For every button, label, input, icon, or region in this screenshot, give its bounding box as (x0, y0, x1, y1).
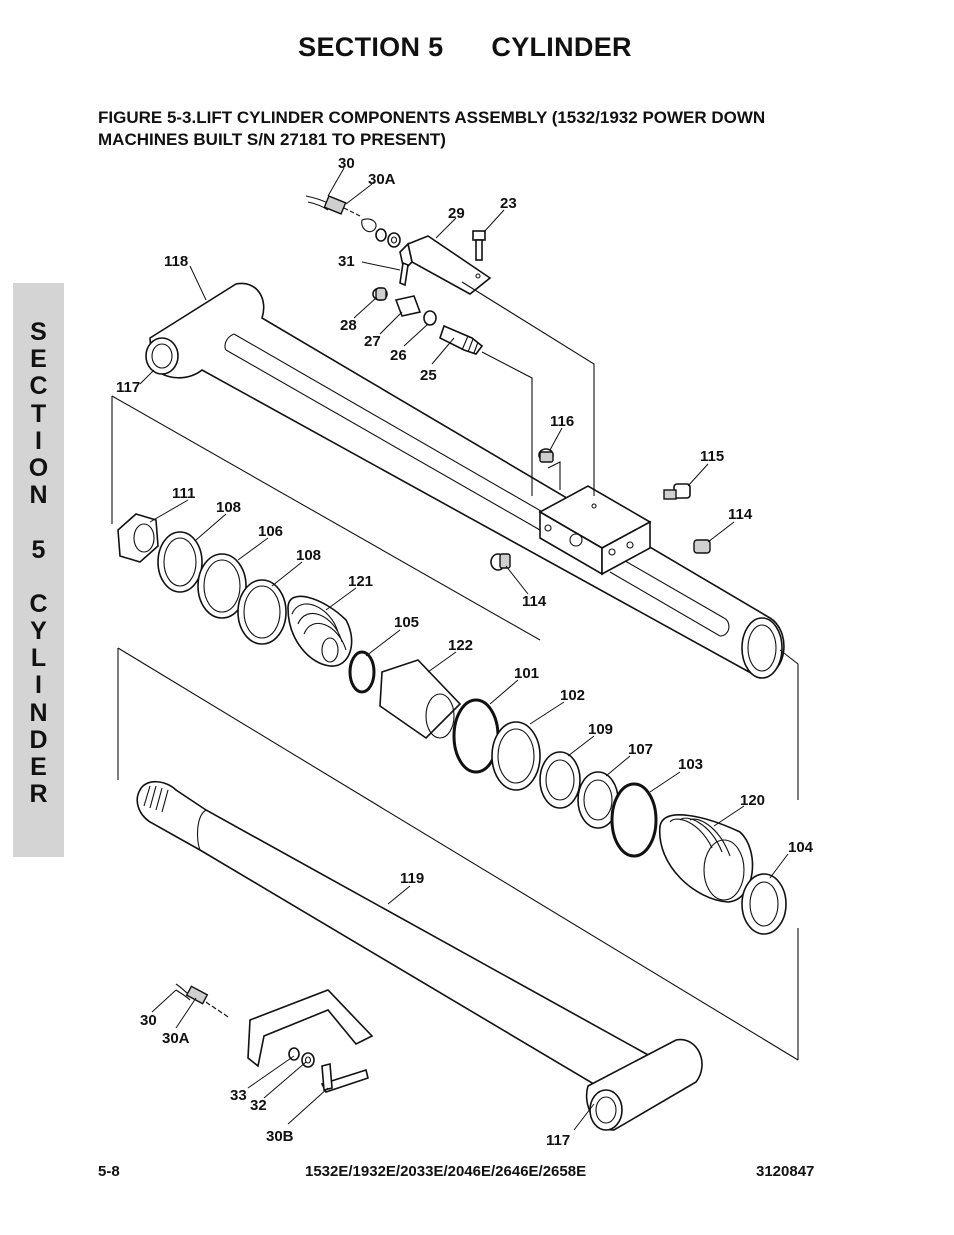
section-title: CYLINDER (491, 32, 632, 62)
bushing-109 (539, 751, 581, 809)
screw-23 (472, 230, 486, 261)
leader-lines (139, 167, 789, 1131)
side-tab-letter: E (30, 753, 47, 781)
section-side-tab[interactable]: S E C T I O N 5 C Y L I N D E R (13, 283, 64, 857)
model-numbers: 1532E/1932E/2033E/2046E/2646E/2658E (305, 1163, 587, 1180)
seal-108-b (237, 579, 287, 645)
figure-title: FIGURE 5-3.LIFT CYLINDER COMPONENTS ASSE… (98, 108, 766, 149)
plug-114-left (490, 553, 511, 571)
callout-27: 27 (364, 333, 381, 350)
oring-103 (610, 782, 658, 858)
callout-29: 29 (448, 205, 465, 222)
callout-32: 32 (250, 1097, 267, 1114)
callout-118: 118 (164, 253, 188, 270)
page-number: 5-8 (98, 1163, 120, 1180)
callout-122: 122 (448, 637, 473, 654)
pin-31 (399, 261, 409, 287)
callout-103: 103 (678, 756, 703, 773)
spacer-122 (379, 659, 462, 740)
callout-33: 33 (230, 1087, 247, 1104)
callout-108-a: 108 (216, 499, 241, 516)
callout-30-top: 30 (338, 155, 355, 172)
callout-30b: 30B (266, 1128, 294, 1145)
callout-101: 101 (514, 665, 539, 682)
plug-114-right (693, 539, 711, 554)
side-tab-letter: N (29, 481, 48, 510)
fitting-27 (394, 295, 422, 317)
side-tab-letters: S E C T I O N 5 C Y L I N D E R (13, 318, 64, 809)
washer-26 (423, 310, 437, 326)
callout-111: 111 (172, 485, 195, 502)
callout-104: 104 (788, 839, 814, 856)
side-tab-letter: Y (30, 617, 47, 646)
document-number: 3120847 (756, 1163, 815, 1180)
bleed-cable-bottom (175, 983, 229, 1018)
washers-bottom (288, 1047, 315, 1068)
oring-105 (348, 650, 376, 694)
callout-116: 116 (550, 413, 574, 430)
side-tab-letter: L (30, 644, 47, 673)
side-tab-letter: R (29, 780, 48, 809)
ring-102 (491, 721, 541, 791)
callout-114-right: 114 (728, 506, 753, 523)
seal-108-a (157, 531, 203, 593)
oring-101 (452, 698, 500, 774)
side-tab-letter: O (28, 453, 49, 482)
pin-30b (320, 1062, 369, 1093)
piston-121 (287, 595, 353, 667)
callout-114-left: 114 (522, 593, 547, 610)
side-tab-letter: 5 (31, 535, 46, 564)
callout-28: 28 (340, 317, 357, 334)
side-tab-letter: S (30, 318, 47, 346)
washer-top (375, 228, 401, 248)
side-tab-letter: E (30, 345, 47, 374)
head-120 (659, 814, 754, 903)
bracket-bottom (247, 989, 374, 1068)
callout-107: 107 (628, 741, 653, 758)
side-tab-letter: I (35, 671, 42, 700)
callout-119: 119 (400, 870, 424, 887)
ring-106 (197, 553, 247, 619)
manifold-block (538, 485, 652, 576)
callout-109: 109 (588, 721, 613, 738)
bleed-cable-top (305, 195, 377, 233)
callout-108-b: 108 (296, 547, 321, 564)
side-tab-letter: I (35, 426, 42, 455)
callout-120: 120 (740, 792, 765, 809)
callout-30a-top: 30A (368, 171, 396, 188)
callout-106: 106 (258, 523, 283, 540)
plug-28 (372, 287, 388, 301)
callout-30a-bottom: 30A (162, 1030, 190, 1047)
callout-31: 31 (338, 253, 355, 270)
callout-117-top: 117 (116, 379, 140, 396)
side-tab-letter: N (29, 698, 48, 727)
nut-111 (117, 513, 159, 563)
section-number: SECTION 5 (298, 32, 444, 62)
callout-25: 25 (420, 367, 437, 384)
callout-115: 115 (700, 448, 724, 465)
callout-23: 23 (500, 195, 517, 212)
fitting-115 (663, 483, 691, 500)
plug-116 (538, 448, 554, 463)
side-tab-letter: D (29, 725, 48, 754)
valve-25 (439, 324, 484, 355)
side-tab-letter: C (29, 372, 48, 401)
callout-121: 121 (348, 573, 373, 590)
rod-eye-117-bottom (585, 1038, 703, 1131)
callout-26: 26 (390, 347, 407, 364)
side-tab-letter: T (30, 399, 47, 428)
rod-119 (136, 780, 652, 1098)
callout-105: 105 (394, 614, 419, 631)
wiper-104 (741, 873, 787, 935)
side-tab-letter: C (29, 589, 48, 618)
callout-102: 102 (560, 687, 585, 704)
callout-117-bottom: 117 (546, 1132, 570, 1149)
section-header: SECTION 5 CYLINDER (0, 32, 930, 63)
barrel-118 (145, 282, 785, 679)
callout-30-bottom: 30 (140, 1012, 157, 1029)
